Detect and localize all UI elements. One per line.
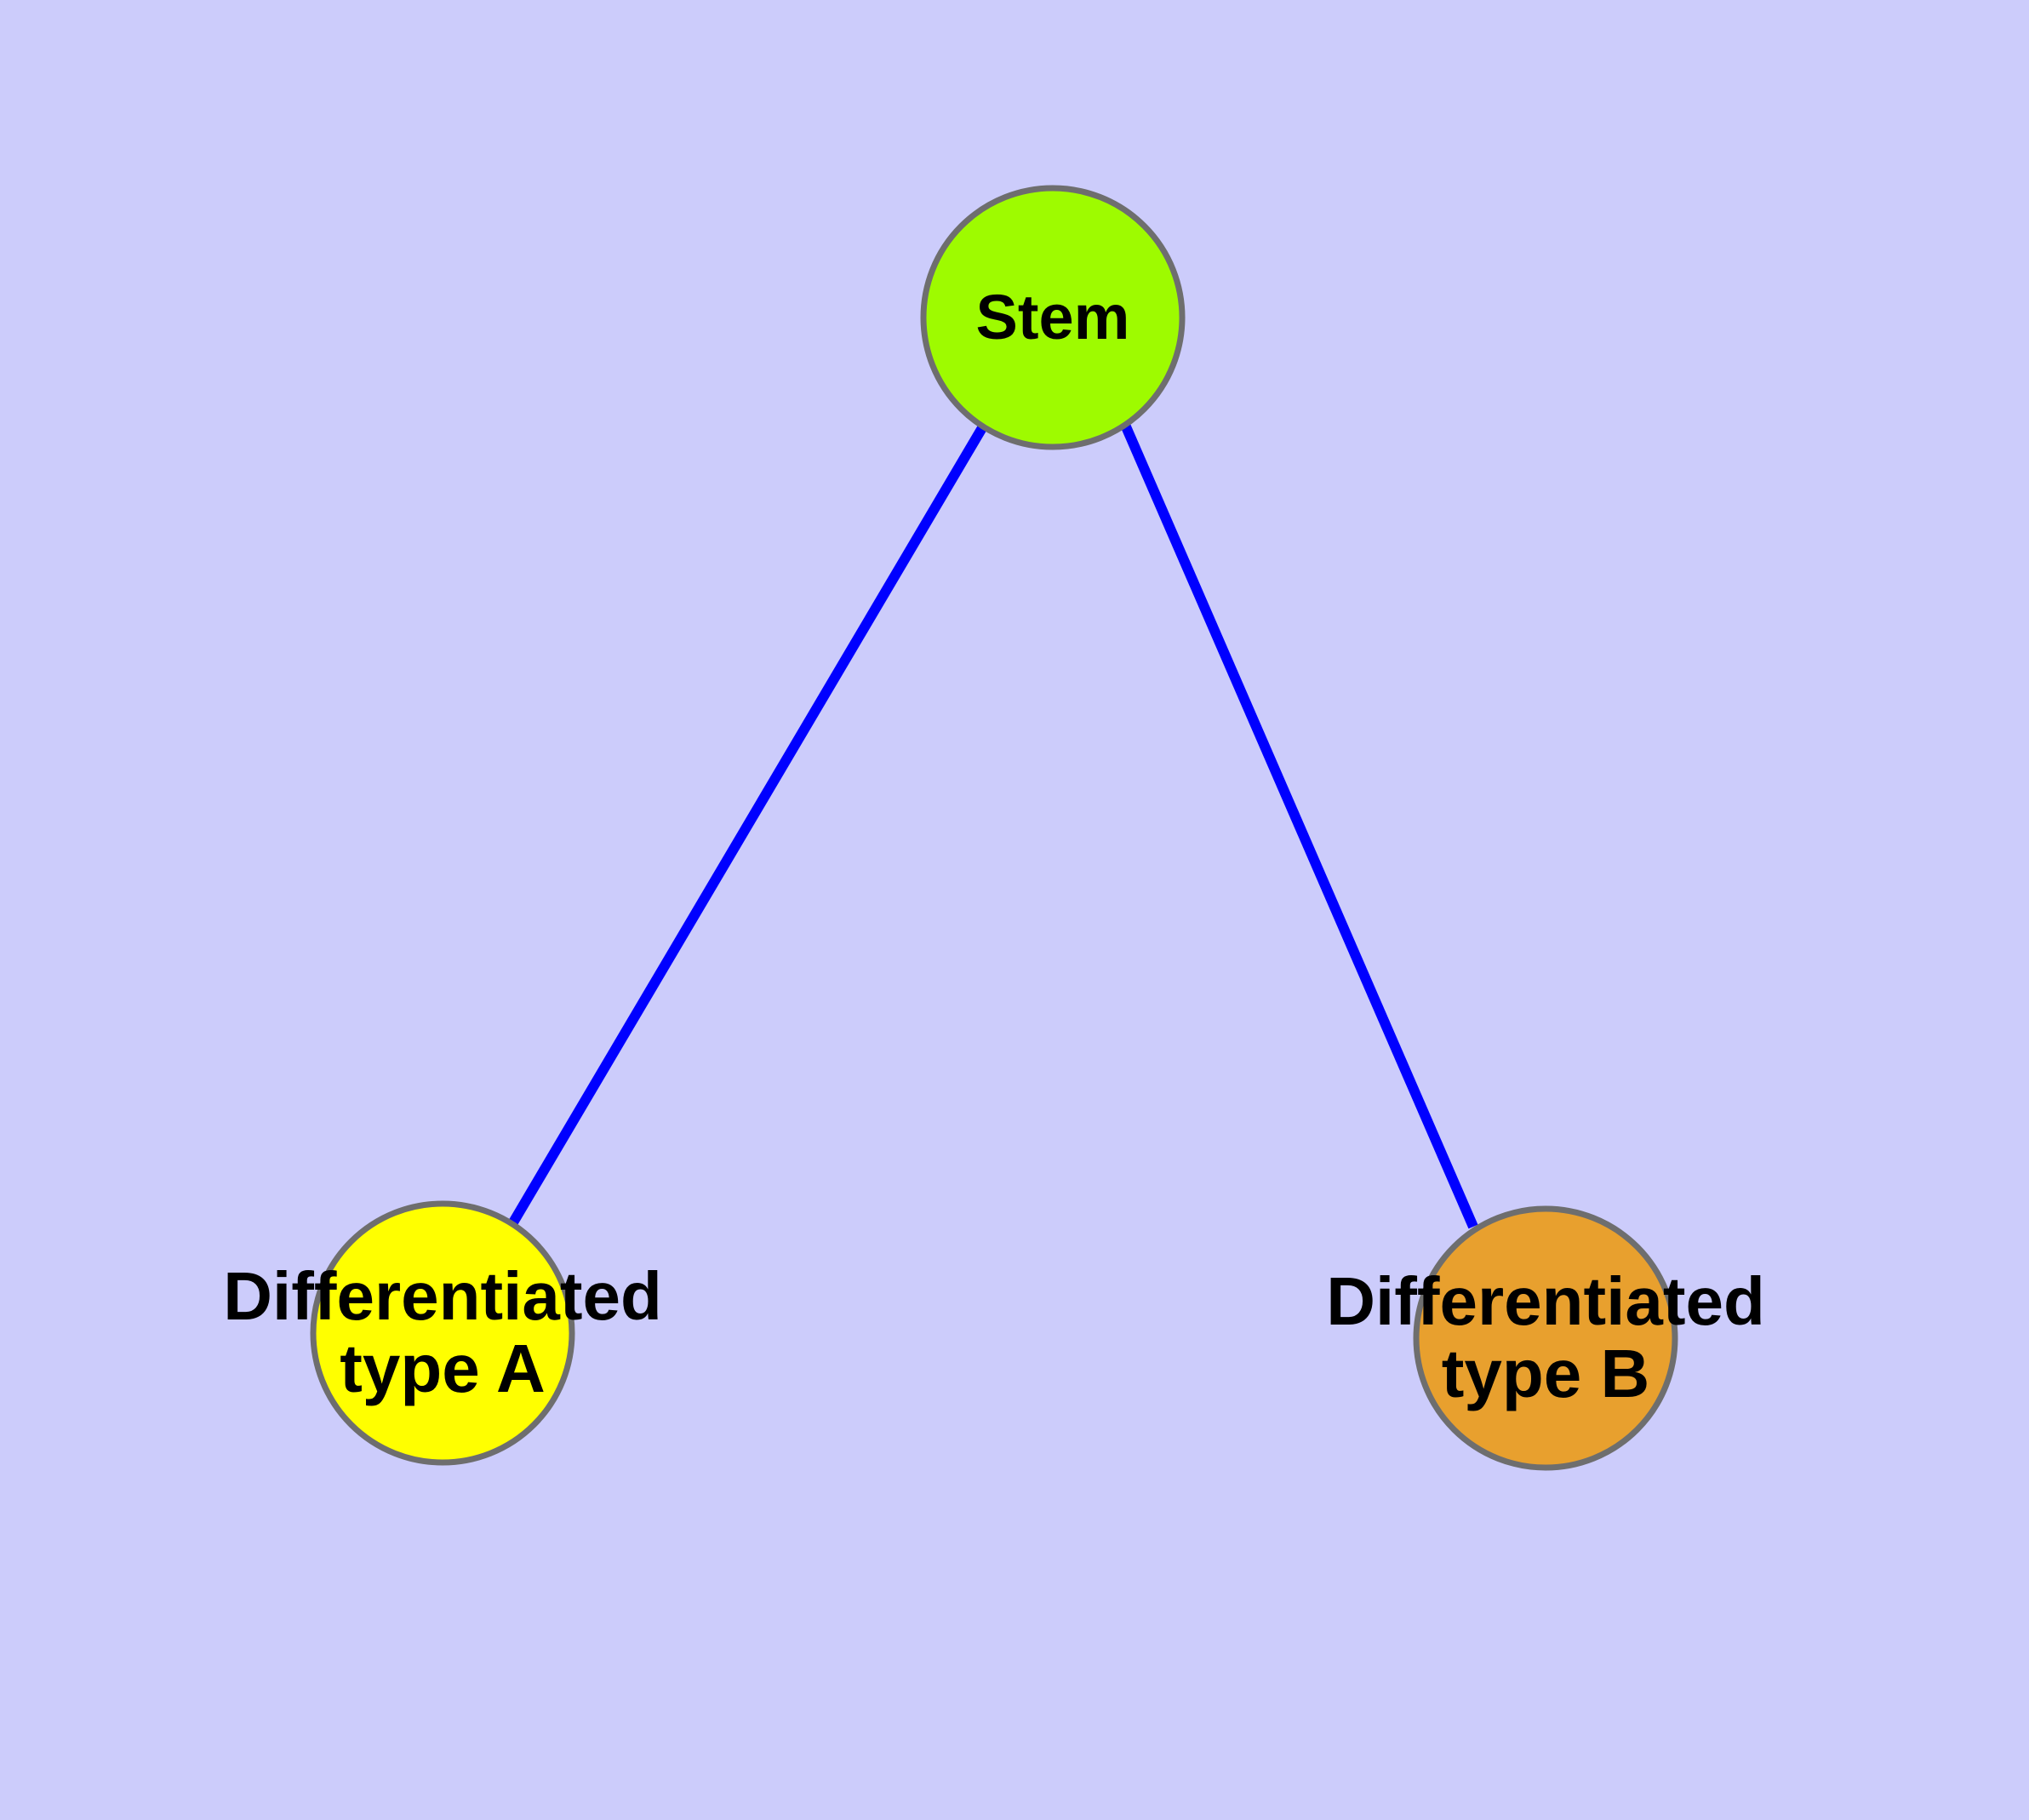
node-layer	[310, 185, 1678, 1471]
node-differentiated-type-b[interactable]	[1413, 1205, 1678, 1471]
node-differentiated-type-a[interactable]	[310, 1200, 575, 1466]
edge-stem-to-differentiated-type-a[interactable]	[508, 423, 988, 1226]
edge-layer	[508, 422, 1478, 1229]
node-stem[interactable]	[920, 185, 1186, 450]
edge-stem-to-differentiated-type-b[interactable]	[1120, 422, 1478, 1229]
